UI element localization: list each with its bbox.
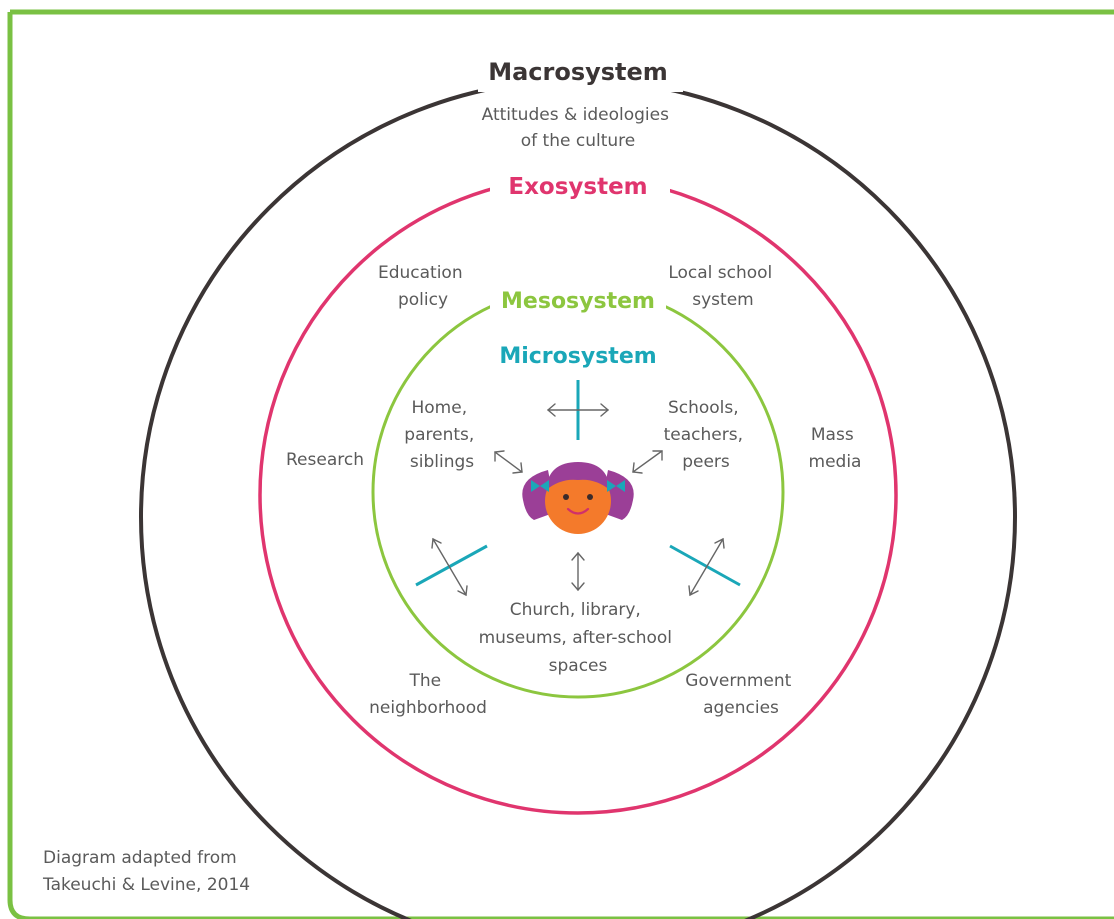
top-double-arrow-icon bbox=[546, 403, 610, 417]
divider-right bbox=[669, 544, 741, 587]
schools-label: Schools, teachers, peers bbox=[664, 398, 749, 472]
right-diagonal-arrow-icon bbox=[688, 537, 725, 597]
diagram-credit: Diagram adapted from Takeuchi & Levine, … bbox=[42, 848, 250, 895]
exosystem: Exosystem Education policy Local school … bbox=[258, 168, 898, 815]
home-label: Home, parents, siblings bbox=[404, 398, 479, 472]
neighborhood-label: The neighborhood bbox=[369, 671, 487, 718]
microsystem: Microsystem Home, parents, siblings Scho… bbox=[404, 344, 749, 676]
mesosystem-title: Mesosystem bbox=[501, 289, 655, 314]
macrosystem-title: Macrosystem bbox=[488, 58, 668, 86]
education-policy-label: Education policy bbox=[378, 263, 468, 310]
child-face-icon bbox=[522, 462, 634, 534]
research-label: Research bbox=[286, 450, 364, 470]
macrosystem-description: Attitudes & ideologies of the culture bbox=[482, 105, 675, 151]
exosystem-title: Exosystem bbox=[508, 174, 647, 200]
schools-double-arrow-icon bbox=[632, 450, 663, 474]
government-agencies-label: Government agencies bbox=[685, 671, 796, 718]
home-double-arrow-icon bbox=[494, 450, 523, 474]
bottom-double-arrow-icon bbox=[571, 551, 585, 592]
macrosystem: Macrosystem Attitudes & ideologies of th… bbox=[139, 52, 1017, 919]
mesosystem: Mesosystem bbox=[371, 282, 785, 699]
local-school-system-label: Local school system bbox=[668, 263, 777, 310]
church-label: Church, library, museums, after-school s… bbox=[479, 600, 678, 676]
mass-media-label: Mass media bbox=[809, 425, 862, 472]
microsystem-title: Microsystem bbox=[499, 344, 656, 369]
left-diagonal-arrow-icon bbox=[431, 537, 468, 597]
divider-left bbox=[415, 544, 488, 587]
